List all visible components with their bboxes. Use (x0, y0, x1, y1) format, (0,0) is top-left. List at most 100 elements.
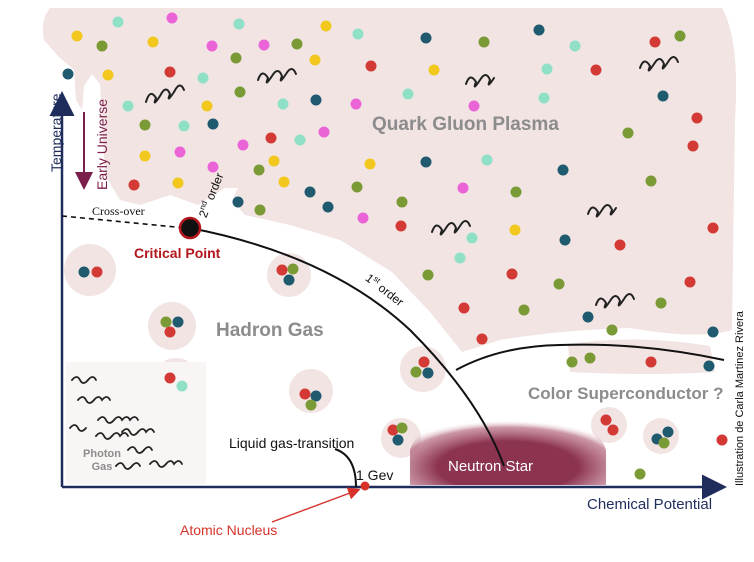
quark-dot (230, 52, 242, 64)
liquid-gas-label: Liquid gas-transition (229, 435, 355, 451)
quark-dot (478, 36, 490, 48)
quark-dot (655, 297, 667, 309)
neutron-star-shape (410, 413, 606, 485)
quark-dot (649, 36, 661, 48)
region-label-hadron-gas: Hadron Gas (216, 320, 324, 341)
x-axis-label: Chemical Potential (587, 496, 713, 513)
quark-dot (310, 94, 322, 106)
quark-dot (268, 155, 280, 167)
quark-dot (392, 434, 404, 446)
quark-dot (102, 69, 114, 81)
atomic-nucleus-arrow (271, 487, 361, 523)
quark-dot (402, 88, 414, 100)
quark-dot (454, 252, 466, 264)
quark-dot (207, 118, 219, 130)
quark-dot (365, 60, 377, 72)
quark-dot (318, 126, 330, 138)
quark-dot (253, 164, 265, 176)
quark-dot (258, 39, 270, 51)
quark-dot (606, 324, 618, 336)
quark-dot (476, 333, 488, 345)
quark-dot (351, 181, 363, 193)
quark-dot (276, 264, 288, 276)
quark-dot (569, 40, 581, 52)
quark-dot (518, 304, 530, 316)
quark-dot (662, 426, 674, 438)
quark-dot (201, 100, 213, 112)
cross-over-line (61, 215, 187, 229)
atomic-nucleus-label: Atomic Nucleus (180, 522, 278, 538)
quark-dot (509, 224, 521, 236)
quark-dot (533, 24, 545, 36)
quark-dot (62, 68, 74, 80)
quark-dot (233, 18, 245, 30)
quark-dot (352, 28, 364, 40)
quark-dot (310, 390, 322, 402)
quark-dot (112, 16, 124, 28)
quark-dot (304, 186, 316, 198)
qgp-region (42, 8, 737, 374)
quark-dot (172, 177, 184, 189)
quark-dot (364, 158, 376, 170)
liquid-gas-line (334, 448, 357, 488)
quark-dot (645, 356, 657, 368)
quark-dot (566, 356, 578, 368)
x-tick-1gev: 1 Gev (356, 467, 394, 483)
quark-dot (634, 468, 646, 480)
quark-dot (164, 326, 176, 338)
quark-dot (178, 120, 190, 132)
quark-dot (422, 367, 434, 379)
quark-dot (283, 274, 295, 286)
cross-over-label: Cross-over (92, 204, 145, 218)
gluon-coils (145, 56, 679, 309)
quark-dot (174, 146, 186, 158)
quark-dot (422, 269, 434, 281)
quark-dot (687, 140, 699, 152)
quark-dot (232, 196, 244, 208)
quark-dot (707, 326, 719, 338)
quark-dot (91, 266, 103, 278)
region-label-photon-gas: Photon Gas (83, 448, 121, 473)
y-axis-label: Temperature (48, 93, 64, 172)
quark-dot (207, 161, 219, 173)
quark-dot (139, 150, 151, 162)
critical-point-label: Critical Point (134, 245, 221, 261)
quark-dot (481, 154, 493, 166)
quark-dot (299, 388, 311, 400)
quark-dot (396, 422, 408, 434)
quark-dot (716, 434, 728, 446)
quark-dot (277, 98, 289, 110)
critical-point-marker (178, 216, 202, 240)
quark-dot (468, 100, 480, 112)
quark-dot (78, 266, 90, 278)
quark-dot (309, 54, 321, 66)
photon-wiggles (69, 376, 183, 470)
quark-dot (510, 186, 522, 198)
quark-dot (164, 372, 176, 384)
quark-dot (357, 212, 369, 224)
quark-dot (553, 278, 565, 290)
quark-dot (707, 222, 719, 234)
quark-dot (614, 239, 626, 251)
quark-dot (396, 196, 408, 208)
quark-dot (607, 424, 619, 436)
quark-dot (287, 263, 299, 275)
quark-dot (674, 30, 686, 42)
quark-dot (96, 40, 108, 52)
quark-dot (278, 176, 290, 188)
quark-dot (387, 424, 399, 436)
quark-dot (420, 156, 432, 168)
quark-dot (658, 437, 670, 449)
quark-dot (584, 352, 596, 364)
quark-dot (128, 179, 140, 191)
quark-dot (395, 220, 407, 232)
quark-dot (428, 64, 440, 76)
quark-dot (206, 40, 218, 52)
quark-dot (320, 20, 332, 32)
quark-dot (147, 36, 159, 48)
quark-dot (466, 232, 478, 244)
quark-dot (420, 32, 432, 44)
quark-dot (139, 119, 151, 131)
first-order-line (189, 227, 505, 467)
